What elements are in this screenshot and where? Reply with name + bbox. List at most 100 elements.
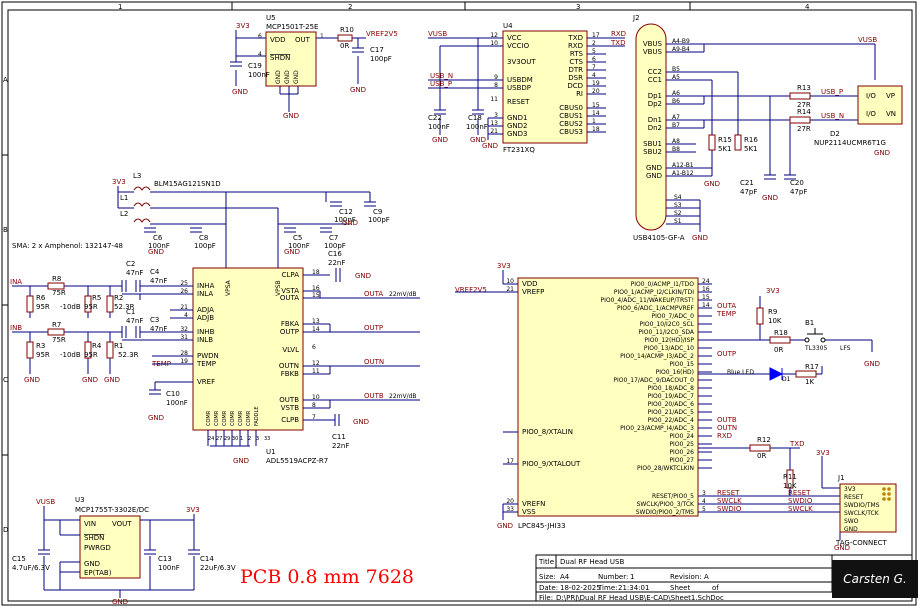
filter-cap-ref: C8 (199, 234, 208, 242)
u1-bottom-pin-num: 27 (216, 436, 222, 442)
u4-pin-num: 13 (490, 120, 498, 127)
c17-ref: C17 (370, 46, 384, 54)
u1-pin-num: 7 (312, 414, 316, 421)
tb-file-value: D:\PRJ\Dual RF Head USB\E-CAD\Sheet1.Sch… (556, 594, 724, 602)
u4-pin-num: 10 (490, 40, 498, 47)
j2-pin-name: Dn1 (648, 116, 662, 124)
u2-pin-name: PIO0_25 (669, 441, 694, 448)
u1-pin-num: 28 (180, 350, 188, 357)
j2-pin-num: A4-B9 (672, 38, 690, 45)
j2-pin-name: SBU1 (643, 140, 662, 148)
j2-pin-num: A1-B12 (672, 170, 694, 177)
u4-pin-num: 4 (592, 72, 596, 79)
u1-bottom-pin-name: COMR (206, 410, 212, 426)
u1-pin-num: 12 (312, 360, 320, 367)
u2-pin-name: PIO0_14/ACMP_I3/ADC_2 (620, 353, 694, 360)
u1-group: INHA25INLA26ADJA21ADJB4INHB32INLB31PWDN2… (148, 250, 420, 465)
j2-pin-name: VBUS (643, 40, 663, 48)
u3-pin-shdn: SHDN (84, 534, 104, 542)
r10-body (337, 34, 353, 42)
r18-val: 0R (774, 346, 783, 354)
u1-bottom-pin-name: FADDLE (254, 407, 260, 426)
gnd-c21-c20: GND (762, 194, 778, 202)
u2-pin-name: VREFP (522, 288, 544, 296)
u1-bottom-pin-name: COMR (222, 410, 228, 426)
u1-bottom-pin-num: 24 (208, 436, 214, 442)
j2-pin-num: A7 (672, 114, 680, 121)
filter-cap-ref: C7 (329, 234, 338, 242)
u3-body (79, 515, 141, 579)
c22-val: 100nF (428, 123, 450, 131)
r16-ref: R16 (744, 136, 758, 144)
j1-net-swdio: SWDIO (788, 497, 813, 505)
u1-pin-num: 19 (180, 358, 188, 365)
border-row-a: A (3, 76, 8, 84)
u4-pin-name: VCCIO (507, 42, 530, 50)
input-net-inb: INB (10, 324, 22, 332)
u4-pin-num: 11 (490, 96, 498, 103)
j2-shield-num: S4 (674, 194, 682, 201)
u2-pin-num: 33 (506, 506, 514, 513)
u2-pin-name: PIO0_6/ADC_1/ACMPVREF (617, 305, 695, 312)
j2-pin-name: SBU2 (643, 148, 662, 156)
gnd-c18: GND (470, 136, 486, 144)
r6-body (26, 295, 34, 313)
input-group: INA INB R8 75R R6 95R R5 95R (10, 260, 193, 384)
j2-pin-name: CC2 (648, 68, 662, 76)
u3-net-3v3: 3V3 (186, 506, 200, 514)
u2-pin-name: PIO0_21/ADC_5 (648, 409, 694, 416)
filter-cap-val: 100pF (194, 242, 216, 250)
u1-pin-name: INLA (197, 290, 213, 298)
u1-pin-num: 15 (312, 292, 320, 299)
r13-body (789, 92, 811, 100)
u1-pin-vpsb: VPSB (275, 280, 282, 296)
r3-ref: R3 (36, 342, 45, 350)
u1-bottom-pin-num: 1 (240, 436, 243, 442)
u3-part: MCP1755T-3302E/DC (75, 506, 149, 514)
d1-ref: D1 (782, 376, 791, 383)
c10-val: 100nF (166, 399, 188, 407)
u2-pin-name: PIO0_11/I2C0_SDA (638, 329, 695, 336)
gnd-c22: GND (432, 136, 448, 144)
gnd-filter-1: GND (342, 219, 358, 227)
u4-pin-num: 8 (494, 82, 498, 89)
u1-pin-num: 21 (180, 304, 188, 311)
u4-pin-name: CTS (569, 58, 583, 66)
border-row-d: D (3, 526, 8, 534)
gnd-c17: GND (350, 86, 366, 94)
gnd-u2: GND (497, 522, 513, 530)
r5-ref: R5 (92, 294, 101, 302)
c21-ref: C21 (740, 179, 754, 187)
j1-net-3v3: 3V3 (816, 449, 830, 457)
u1-pin-name: OUTN (279, 362, 299, 370)
gnd-d2: GND (874, 149, 890, 157)
gnd-u3: GND (112, 598, 128, 606)
gnd-in-3: GND (104, 376, 120, 384)
r12-body (749, 444, 771, 452)
u2-pin-name: SWDIO/PIO0_2/TMS (636, 509, 694, 516)
r14-body (789, 116, 811, 124)
tb-number-label: Number: (598, 573, 628, 581)
r16-body (734, 134, 742, 151)
gnd-filter-2: GND (148, 248, 164, 256)
j2-shield-num: S2 (674, 210, 682, 217)
u4-pin-num: 21 (490, 128, 498, 135)
r6-ref: R6 (36, 294, 46, 302)
u1-bottom-pin-num: 33 (264, 436, 270, 442)
j1-pin-name: SWCLK/TCK (844, 510, 880, 517)
u2-pin-name: PIO0_27 (669, 457, 694, 464)
r7-body (47, 328, 65, 336)
u4-pin-name: VCC (507, 34, 522, 42)
u4-pin-num: 19 (592, 80, 600, 87)
c15-val: 4.7uF/6.3V (12, 564, 50, 572)
c2-ref: C2 (126, 260, 135, 268)
r13-val: 27R (797, 101, 811, 109)
u1-net-outp: OUTP (364, 324, 383, 332)
filter-cap-ref: C5 (293, 234, 302, 242)
r9-ref: R9 (768, 308, 777, 316)
r10-ref: R10 (340, 26, 354, 34)
u1-pin-name: FBKB (281, 370, 299, 378)
